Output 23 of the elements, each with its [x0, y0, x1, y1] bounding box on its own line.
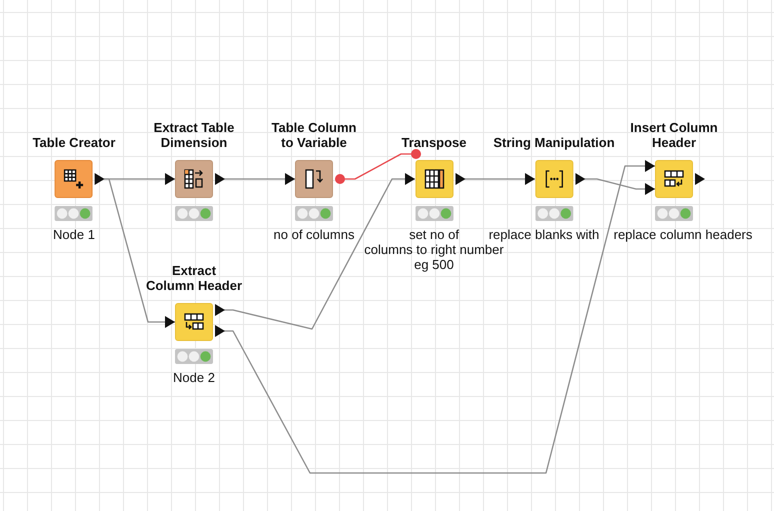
connector [464, 173, 535, 185]
node-title: Extract Table Dimension [152, 120, 236, 150]
node-title: Insert Column Header [629, 120, 719, 150]
connector [335, 149, 421, 184]
workflow-node [152, 120, 236, 221]
connector [584, 178, 655, 195]
workflow-node [145, 263, 243, 364]
connector [224, 173, 415, 330]
connector [104, 178, 175, 328]
node-label: replace column headers [614, 227, 752, 242]
node-title: Transpose [401, 135, 467, 150]
workflow-node [270, 120, 358, 221]
node-label: Node 1 [53, 227, 95, 242]
node-label: no of columns [274, 227, 354, 242]
node-label: replace blanks with [488, 227, 600, 242]
node-title: Extract Column Header [145, 263, 243, 293]
node-title: String Manipulation [493, 135, 615, 150]
node-title: Table Creator [32, 135, 116, 150]
workflow-node [629, 120, 719, 221]
node-label: Node 2 [173, 370, 215, 385]
node-title: Table Column to Variable [270, 120, 358, 150]
connector [224, 173, 295, 185]
connector [224, 160, 655, 474]
